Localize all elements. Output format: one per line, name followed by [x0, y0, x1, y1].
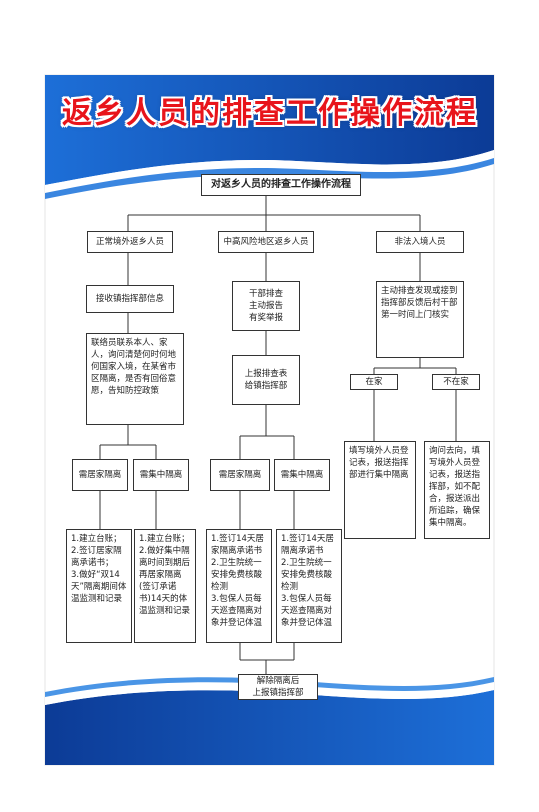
col1-step1-node: 接收镇指挥部信息: [86, 285, 174, 313]
col2-branch-central-node: 需集中隔离: [274, 459, 330, 491]
col3-step1-node: 主动排查发现或接到指挥部反馈后村干部第一时间上门核实: [376, 281, 464, 358]
col2-branch-home-node: 需居家隔离: [210, 459, 270, 491]
col3-header-node: 非法入境人员: [376, 231, 464, 253]
col1-branch-central-node: 需集中隔离: [133, 459, 189, 491]
col3-branch-away-node: 不在家: [432, 374, 480, 390]
col1-detail-central-node: 1.建立台账； 2.做好集中隔离时间到期后再居家隔离(签订承诺书)14天的体温监…: [134, 529, 196, 643]
col3-branch-home-node: 在家: [350, 374, 398, 390]
flow-main-node: 对返乡人员的排查工作操作流程: [201, 174, 361, 196]
col2-header-node: 中高风险地区返乡人员: [218, 231, 314, 253]
col2-final-node: 解除隔离后 上报镇指挥部: [238, 674, 318, 700]
col1-detail-home-node: 1.建立台账； 2.签订居家隔离承诺书； 3.做好“双14天”隔离期间体温监测和…: [66, 529, 132, 643]
col2-step1-node: 干部排查 主动报告 有奖举报: [232, 281, 300, 331]
col1-header-node: 正常境外返乡人员: [87, 231, 173, 253]
col3-detail-home-node: 填写境外人员登记表，报送指挥部进行集中隔离: [344, 441, 416, 539]
col2-step2-node: 上报排查表 给镇指挥部: [232, 355, 300, 405]
poster-title: 返乡人员的排查工作操作流程: [62, 96, 478, 131]
col1-step2-node: 联络员联系本人、家人，询问清楚何时何地何国家入境，在某省市区隔离，是否有回俗意愿…: [86, 333, 184, 425]
col3-detail-away-node: 询问去向，填写境外人员登记表，报送指挥部，如不配合，报送派出所追踪，确保集中隔离…: [424, 441, 490, 539]
col2-detail-central-node: 1.签订14天居隔离承诺书 2.卫生院统一安排免费核酸检测 3.包保人员每天巡查…: [276, 529, 342, 643]
col2-detail-home-node: 1.签订14天居家隔离承诺书 2.卫生院统一安排免费核酸检测 3.包保人员每天巡…: [206, 529, 272, 643]
col1-branch-home-node: 需居家隔离: [72, 459, 128, 491]
